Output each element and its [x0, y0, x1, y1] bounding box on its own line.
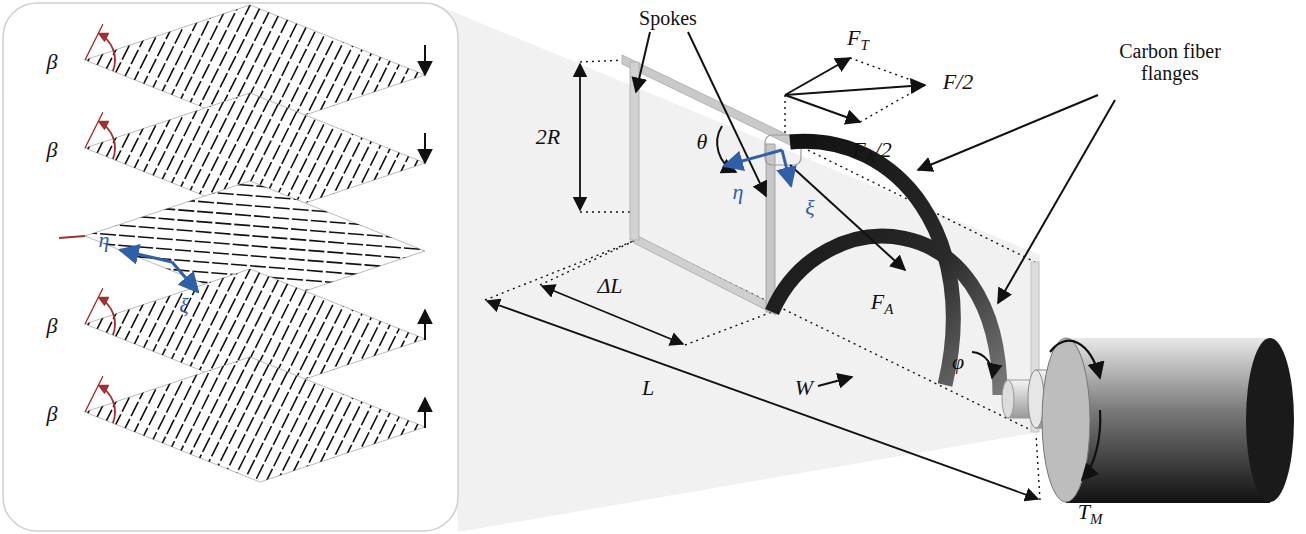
axis-label: ξ: [179, 294, 188, 318]
subscript: A: [866, 149, 875, 165]
inset-axes: [120, 250, 198, 292]
ply-sheet: [0, 0, 702, 534]
dimension-arrows: [487, 64, 1038, 499]
part-label: Spokes: [639, 7, 697, 29]
motor: [1002, 338, 1294, 503]
dimension-label: W: [795, 376, 813, 400]
angle-label: φ: [952, 350, 964, 374]
ply-angle: β: [47, 138, 58, 162]
axis-label: η: [733, 180, 744, 204]
force-label: FA: [871, 290, 894, 314]
symbol: F: [871, 289, 884, 314]
frame-bars: [622, 55, 1039, 432]
symbol: /2: [875, 137, 892, 162]
dimension-label: 2R: [536, 125, 560, 149]
ply-arrows: [424, 45, 426, 428]
force-arrows: [636, 32, 1115, 386]
zoom-funnel: [430, 2, 1040, 532]
ply-angle: β: [47, 402, 58, 426]
force-label: FT: [847, 26, 869, 50]
torque-label: TM: [1078, 500, 1103, 524]
ply-sheet: [0, 0, 702, 534]
ply-angle: β: [47, 50, 58, 74]
ply-sheet: [0, 0, 678, 534]
torque-arrow: [1050, 341, 1100, 480]
axis-label: η: [99, 228, 110, 252]
dimension-label: ΔL: [597, 274, 622, 298]
subscript: T: [861, 37, 869, 53]
subscript: A: [884, 301, 893, 317]
force-label: FA/2: [852, 138, 892, 162]
symbol: F: [852, 137, 865, 162]
force-label: F/2: [943, 70, 974, 94]
axis-label: ξ: [805, 196, 814, 220]
ply-stack: [0, 0, 702, 534]
carbon-flanges: [772, 141, 1000, 395]
dimension-label: L: [642, 376, 654, 400]
part-label: Carbon fiber flanges: [1105, 40, 1235, 84]
angle-label: θ: [697, 130, 708, 154]
ply-sheet: [0, 0, 702, 534]
ply-sheet: [0, 0, 702, 532]
subscript: M: [1090, 511, 1103, 527]
ply-angle: β: [47, 314, 58, 338]
symbol: F: [847, 25, 860, 50]
symbol: T: [1078, 499, 1090, 524]
